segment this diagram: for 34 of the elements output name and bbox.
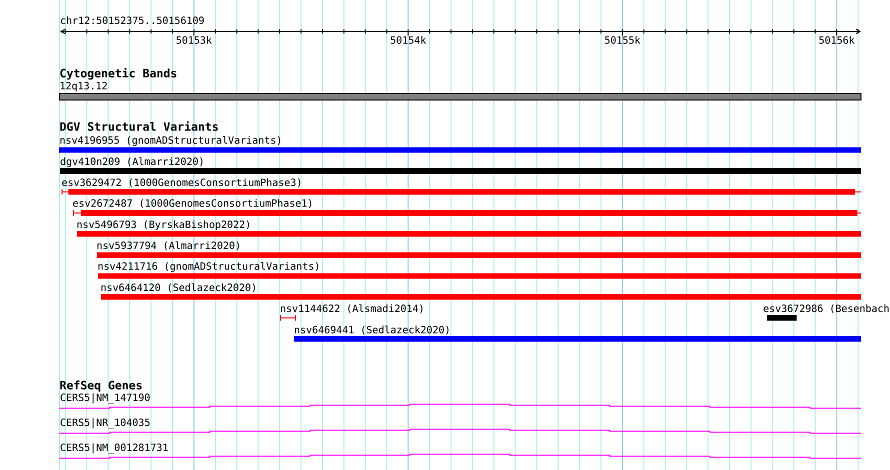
- tick-label: 50153k: [176, 36, 212, 44]
- tick-label: 50156k: [819, 36, 855, 44]
- node-label: dgv410n209 (Almarri2020): [60, 157, 202, 168]
- node-label: esv3672986 (Besenbach: [764, 304, 889, 314]
- variant-bar: nsv4196955 (gnomADStructuralVariants): [59, 136, 861, 153]
- node-label: esv3629472 (1000GenomesConsortiumPhase3): [62, 178, 300, 188]
- node-label: nsv6469441 (Sedlazeck2020): [294, 326, 448, 335]
- variant-bar: nsv6469441 (Sedlazeck2020): [294, 326, 861, 342]
- variant-bar: nsv1144622 (Alsmadi2014): [280, 304, 422, 322]
- variant-bar: esv3672986 (Besenbach: [764, 304, 889, 321]
- track-title: RefSeq Genes: [60, 380, 142, 392]
- variant-bar: esv3629472 (1000GenomesConsortiumPhase3): [62, 178, 862, 196]
- gene-model: CERS5|NM_001281731: [58, 443, 862, 459]
- node-label: nsv4196955 (gnomADStructuralVariants): [60, 136, 280, 146]
- variant-bar: nsv5496793 (ByrskaBishop2022): [77, 220, 861, 237]
- variant-bar: nsv4211716 (gnomADStructuralVariants): [98, 262, 861, 279]
- node-label: esv2672487 (1000GenomesConsortiumPhase1): [73, 199, 312, 208]
- gene-model: CERS5|NR_104035: [58, 418, 862, 434]
- node-label: nsv5496793 (ByrskaBishop2022): [77, 220, 250, 230]
- node-label: nsv5937794 (Almarri2020): [97, 241, 239, 250]
- gene-model: CERS5|NM_147190: [58, 393, 862, 409]
- coordinate-label: chr12:50152375..50156109: [60, 16, 204, 24]
- node-label: nsv6464120 (Sedlazeck2020): [101, 283, 255, 292]
- node-label: nsv4211716 (gnomADStructuralVariants): [98, 262, 318, 272]
- track-title: Cytogenetic Bands: [60, 68, 176, 80]
- variant-bar: esv2672487 (1000GenomesConsortiumPhase1): [73, 199, 862, 216]
- tick-label: 50154k: [390, 36, 426, 44]
- variant-bar: dgv410n209 (Almarri2020): [60, 157, 861, 174]
- variant-bar: nsv5937794 (Almarri2020): [97, 241, 861, 258]
- track-title: DGV Structural Variants: [60, 121, 218, 131]
- cytoband-bar: 12q13.12: [59, 82, 862, 100]
- tick-label: 50155k: [605, 36, 640, 44]
- variant-bar: nsv6464120 (Sedlazeck2020): [101, 283, 861, 300]
- node-label: 12q13.12: [60, 82, 107, 92]
